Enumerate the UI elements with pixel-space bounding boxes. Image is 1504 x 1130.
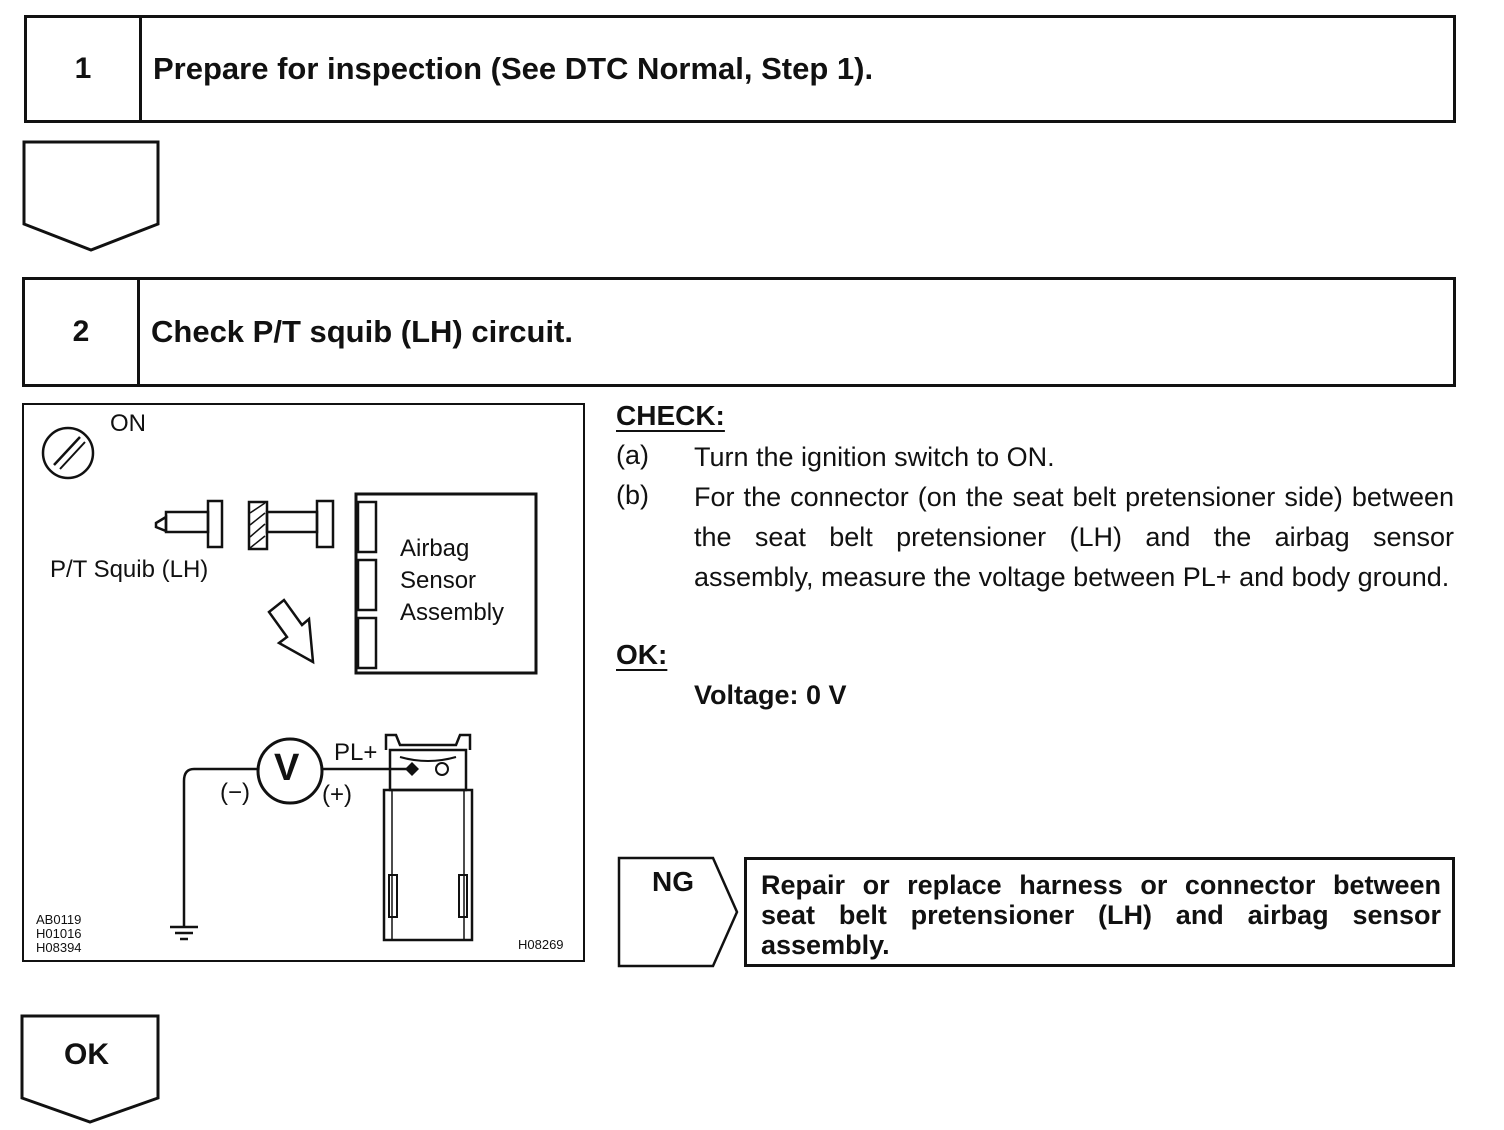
arrow-icon — [267, 598, 315, 665]
voltmeter-circuit — [170, 737, 408, 941]
ok-spec: Voltage: 0 V — [694, 680, 847, 710]
ok-heading: OK: — [616, 639, 668, 670]
sensor-label-line-2: Sensor — [400, 567, 477, 594]
check-heading: CHECK: — [616, 400, 725, 431]
wiring-figure: ON P/T Squib (LH) Airbag Sensor Assembly… — [22, 403, 585, 962]
sensor-label-line-3: Assembly — [400, 599, 505, 626]
figure-code-3: H08394 — [36, 940, 82, 955]
ng-action-text: Repair or replace harness or connector b… — [761, 870, 1441, 960]
squib-connector-icon — [154, 499, 335, 551]
terminal-pl-plus-label: PL+ — [334, 739, 378, 766]
figure-drawing — [41, 426, 538, 942]
check-item-b-letter: (b) — [616, 480, 649, 510]
sensor-label-line-1: Airbag — [400, 535, 470, 562]
step-1-number: 1 — [27, 18, 142, 120]
step-2-box: 2 Check P/T squib (LH) circuit. — [22, 277, 1456, 387]
figure-code-2: H01016 — [36, 926, 82, 941]
ok-flow-arrow-icon — [20, 1014, 160, 1124]
check-item-a-letter: (a) — [616, 440, 649, 470]
pretensioner-connector — [382, 733, 474, 942]
check-item-a-text: Turn the ignition switch to ON. — [694, 442, 1055, 472]
step-1-box: 1 Prepare for inspection (See DTC Normal… — [24, 15, 1456, 123]
voltmeter-symbol: V — [274, 747, 300, 789]
ng-arrow-icon — [617, 856, 739, 968]
airbag-sensor-assembly — [354, 492, 538, 675]
step-2-title: Check P/T squib (LH) circuit. — [151, 314, 573, 349]
squib-label: P/T Squib (LH) — [50, 556, 209, 583]
negative-lead-label: (−) — [220, 779, 250, 806]
ok-flow-label: OK — [64, 1038, 109, 1071]
step-2-number: 2 — [25, 280, 140, 384]
positive-lead-label: (+) — [322, 781, 352, 808]
flow-arrow-icon — [22, 140, 160, 252]
ng-label: NG — [652, 866, 694, 897]
figure-code-1: AB0119 — [36, 912, 82, 927]
check-item-b-text: For the connector (on the seat belt pret… — [694, 482, 1454, 592]
figure-id: H08269 — [518, 937, 564, 952]
step-1-title: Prepare for inspection (See DTC Normal, … — [153, 51, 874, 86]
ng-action-box: Repair or replace harness or connector b… — [744, 857, 1455, 967]
ignition-on-label: ON — [110, 410, 146, 437]
ignition-switch-icon — [41, 426, 95, 480]
